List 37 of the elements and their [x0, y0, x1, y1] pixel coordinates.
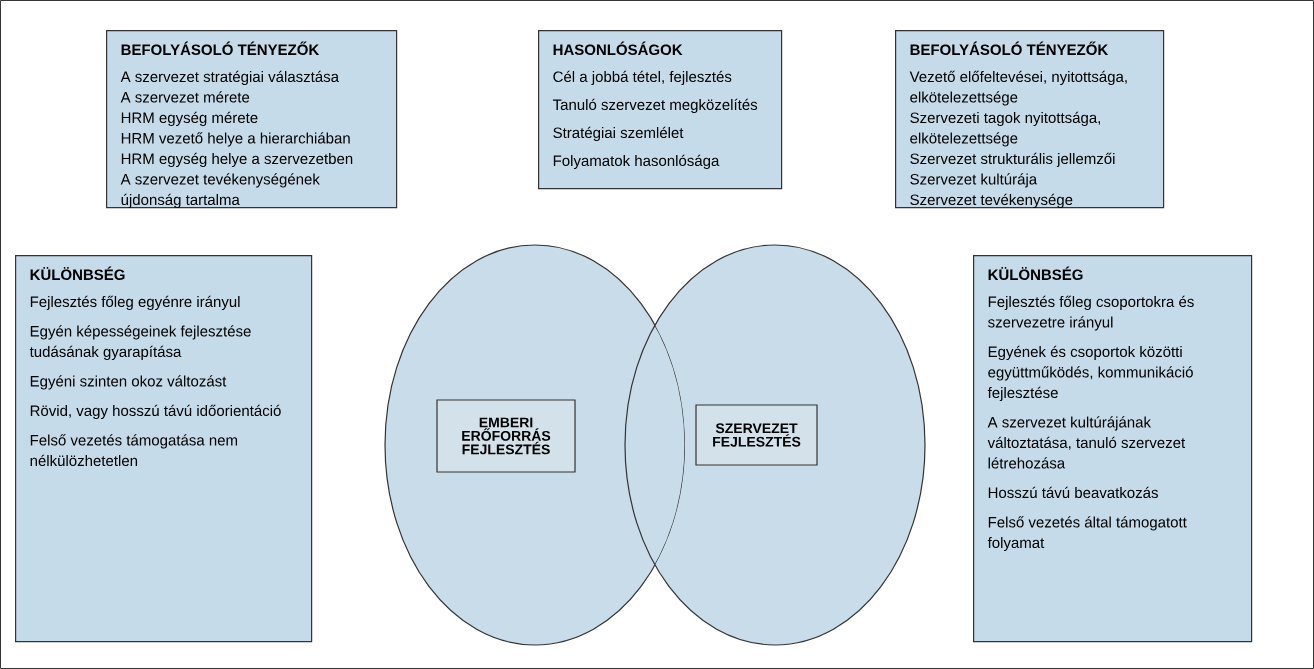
list-item: Szervezet tevékenysége — [910, 193, 1073, 208]
box-heading: BEFOLYÁSOLÓ TÉNYEZŐK — [121, 41, 320, 56]
text-box — [106, 30, 398, 209]
list-item: A szervezet mérete — [120, 91, 250, 103]
list-item: Hosszú távú beavatkozás — [988, 486, 1158, 499]
box-heading: KÜLÖNBSÉG — [30, 266, 125, 281]
list-item: HRM egység helye a szervezetben — [121, 152, 353, 167]
list-item: Fejlesztés főleg egyénre irányul — [30, 295, 240, 310]
list-item: Folyamatok hasonlósága — [553, 154, 720, 169]
box-heading: KÜLÖNBSÉG — [988, 266, 1083, 281]
list-item: Egyéni szinten okoz változást — [30, 375, 227, 390]
list-item: Szervezet strukturális jellemzői — [910, 152, 1115, 167]
text-box — [15, 255, 313, 643]
list-item: Vezető előfeltevései, nyitottsága, elkötelezettsége — [909, 70, 1127, 106]
list-item: Szervezet kultúrája — [910, 173, 1038, 188]
list-item: Tanuló szervezet megközelítés — [552, 98, 758, 113]
text-box — [538, 30, 783, 190]
box-heading: BEFOLYÁSOLÓ TÉNYEZŐK — [910, 41, 1109, 56]
list-item: Egyének és csoportok közötti együttműködés, kommunikáció fejlesztése — [987, 345, 1193, 401]
list-item: Fejlesztés főleg csoportokra és szervezetre irányul — [988, 295, 1194, 331]
text-box — [973, 255, 1253, 643]
list-item: Felső vezetés által támogatott folyamat — [987, 516, 1187, 551]
list-item: Rövid, vagy hosszú távú időorientáció — [30, 404, 281, 419]
list-item: A szervezet stratégiai választása — [120, 70, 339, 85]
label-box: EMBERI ERŐFORRÁS FEJLESZTÉS — [436, 399, 576, 473]
list-item: HRM vezető helye a hierarchiában — [121, 132, 350, 147]
box-heading: HASONLÓSÁGOK — [553, 41, 683, 56]
list-item: Egyén képességeinek fejlesztése tudásának gyarapítása — [29, 325, 251, 360]
list-item: HRM egység mérete — [121, 111, 258, 126]
list-item: A szervezet kultúrájának változtatása, tanuló szervezet létrehozása — [987, 416, 1186, 469]
list-item: A szervezet tevékenységének újdonság tartalma — [120, 173, 320, 208]
list-item: Felső vezetés támogatása nem nélkülözhetetlen — [30, 434, 237, 467]
list-item: Stratégiai szemlélet — [553, 126, 684, 141]
list-item: Cél a jobbá tétel, fejlesztés — [553, 70, 732, 85]
list-item: Szervezeti tagok nyitottsága, elkötelezettsége — [910, 111, 1100, 147]
label-box: SZERVEZET FEJLESZTÉS — [695, 404, 818, 466]
text-box — [895, 30, 1165, 209]
